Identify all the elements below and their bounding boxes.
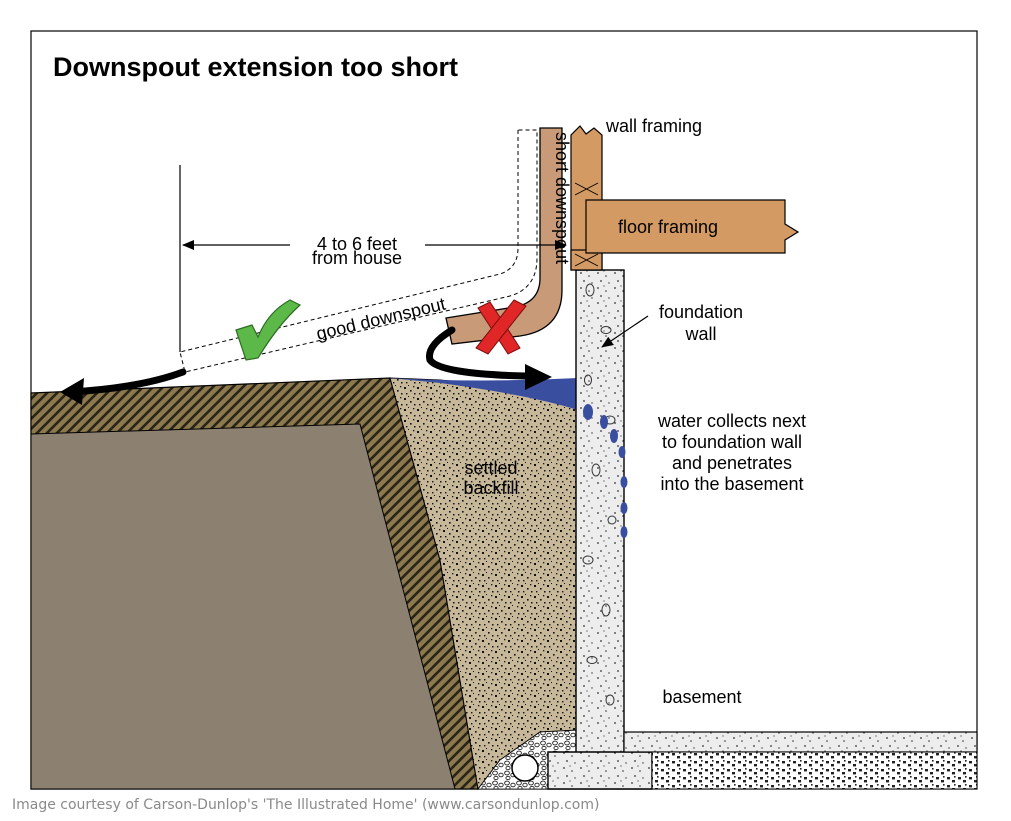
label-backfill-line2: backfill xyxy=(463,478,518,498)
label-foundation-line2: wall xyxy=(684,324,716,344)
flow-arrow-bad-head xyxy=(525,364,552,390)
label-backfill-line1: settled xyxy=(464,458,517,478)
label-distance-line2: from house xyxy=(312,248,402,268)
label-water-line3: and penetrates xyxy=(672,453,792,473)
slab-gravel xyxy=(651,751,978,790)
image-credit-caption: Image courtesy of Carson-Dunlop's 'The I… xyxy=(12,797,600,813)
diagram-title: Downspout extension too short xyxy=(53,52,458,82)
label-foundation-line1: foundation xyxy=(659,302,743,322)
red-x-icon xyxy=(475,299,527,355)
flow-arrow-good xyxy=(66,368,187,396)
framing-cross-marks xyxy=(574,182,599,267)
label-water-line2: to foundation wall xyxy=(662,432,802,452)
drain-tile xyxy=(511,754,539,782)
foundation-leader xyxy=(601,315,649,348)
green-check-icon xyxy=(235,299,302,361)
label-basement: basement xyxy=(662,687,741,707)
footing xyxy=(547,751,653,790)
label-short-downspout: short downspout xyxy=(552,132,572,264)
good-downspout xyxy=(179,129,538,373)
foundation-aggregate xyxy=(582,283,617,706)
foundation-wall xyxy=(575,269,625,756)
label-distance-line1: 4 to 6 feet xyxy=(317,234,397,254)
floor-framing xyxy=(585,199,800,254)
undisturbed-soil xyxy=(30,423,456,790)
label-wall-framing: wall framing xyxy=(605,116,702,136)
flow-arrow-good-head xyxy=(60,378,84,405)
flow-arrow-bad xyxy=(425,326,529,380)
basement-slab xyxy=(623,731,978,753)
label-water-line1: water collects next xyxy=(657,411,806,431)
label-water-line4: into the basement xyxy=(660,474,803,494)
label-floor-framing: floor framing xyxy=(618,217,718,237)
water-seepage xyxy=(583,404,628,538)
